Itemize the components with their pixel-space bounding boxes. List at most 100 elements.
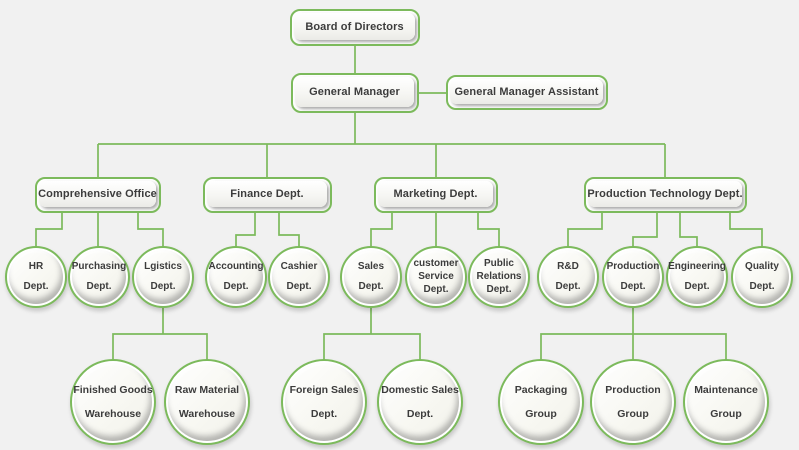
node-label-line: Accounting <box>208 261 264 272</box>
node-shape: Comprehensive Office <box>38 181 157 207</box>
node-label-line: Dept. <box>150 281 176 292</box>
node-label: Board of Directors <box>305 20 404 33</box>
node-label-line: Dept. <box>423 284 449 295</box>
node-label: Finance Dept. <box>230 188 304 200</box>
node-label-line: Sales <box>357 261 385 272</box>
node-label-line: Dept. <box>620 281 646 292</box>
node-shape: HR Dept. <box>9 250 63 304</box>
node-accounting-dept: Accounting Dept. <box>205 246 267 308</box>
node-label-line: Quality <box>745 261 779 272</box>
node-label-line: Raw Material <box>174 384 240 396</box>
node-label-line: Finished Goods <box>73 384 153 396</box>
node-shape: General Manager Assistant <box>450 79 603 104</box>
node-engineering-dept: Engineering Dept. <box>666 246 728 308</box>
node-label-line: Maintenance <box>694 384 758 396</box>
node-sales-dept: Sales Dept. <box>340 246 402 308</box>
node-production-group: Production Group <box>590 359 676 445</box>
node-label: General Manager <box>309 86 400 98</box>
node-quality-dept: Quality Dept. <box>731 246 793 308</box>
node-label-line: Dept. <box>223 281 249 292</box>
node-label-line: Public <box>483 258 514 269</box>
node-shape: Sales Dept. <box>344 250 398 304</box>
node-label-line: Domestic Sales <box>381 384 459 396</box>
node-label-line: Group <box>710 407 742 420</box>
node-raw-material-warehouse: Raw Material Warehouse <box>164 359 250 445</box>
node-customer-service-dept: customer Service Dept. <box>405 246 467 308</box>
node-shape: Finance Dept. <box>207 181 327 207</box>
node-shape: Finished Goods Warehouse <box>73 363 153 441</box>
node-label-line: Relations <box>476 271 522 282</box>
node-shape: Marketing Dept. <box>378 181 493 207</box>
node-label-line: customer <box>413 258 459 269</box>
node-comprehensive-office: Comprehensive Office <box>35 177 161 213</box>
node-label-line: Dept. <box>86 281 112 292</box>
node-label-line: Dept. <box>486 284 512 295</box>
node-rd-dept: R&D Dept. <box>537 246 599 308</box>
node-shape: Production Dept. <box>606 250 660 304</box>
node-public-relations-dept: Public Relations Dept. <box>468 246 530 308</box>
node-shape: Accounting Dept. <box>208 250 264 304</box>
node-label-line: Dept. <box>310 407 338 420</box>
node-shape: Engineering Dept. <box>668 250 726 304</box>
node-label-line: Lgistics <box>144 261 182 272</box>
node-hr-dept: HR Dept. <box>5 246 67 308</box>
node-label: Production Technology Dept. <box>587 188 743 200</box>
node-label: Comprehensive Office <box>38 188 157 200</box>
node-label-line: Cashier <box>280 261 318 272</box>
node-label-line: Dept. <box>23 281 49 292</box>
node-shape: Lgistics Dept. <box>136 250 190 304</box>
node-shape: Cashier Dept. <box>272 250 326 304</box>
node-label-line: Production <box>606 261 660 272</box>
node-label-line: Warehouse <box>84 407 142 420</box>
node-packaging-group: Packaging Group <box>498 359 584 445</box>
node-shape: R&D Dept. <box>541 250 595 304</box>
node-shape: Production Group <box>594 363 672 441</box>
node-label-line: Dept. <box>749 281 775 292</box>
node-label-line: Dept. <box>684 281 710 292</box>
node-logistics-dept: Lgistics Dept. <box>132 246 194 308</box>
node-maintenance-group: Maintenance Group <box>683 359 769 445</box>
node-label-line: Dept. <box>358 281 384 292</box>
node-shape: Foreign Sales Dept. <box>285 363 363 441</box>
node-label-line: R&D <box>557 261 579 272</box>
node-general-manager-assistant: General Manager Assistant <box>446 75 608 110</box>
node-marketing-dept: Marketing Dept. <box>374 177 498 213</box>
node-label: Marketing Dept. <box>393 188 478 200</box>
node-label-line: HR <box>28 261 44 272</box>
node-finance-dept: Finance Dept. <box>203 177 332 213</box>
node-shape: Domestic Sales Dept. <box>381 363 459 441</box>
node-shape: Board of Directors <box>294 13 415 40</box>
node-label-line: Purchasing <box>71 261 127 272</box>
node-label-line: Foreign Sales <box>289 384 359 396</box>
node-label-line: Packaging <box>514 384 568 396</box>
node-shape: Purchasing Dept. <box>72 250 126 304</box>
node-label-line: Dept. <box>555 281 581 292</box>
node-label-line: Dept. <box>406 407 434 420</box>
node-foreign-sales-dept: Foreign Sales Dept. <box>281 359 367 445</box>
node-domestic-sales-dept: Domestic Sales Dept. <box>377 359 463 445</box>
node-shape: Raw Material Warehouse <box>168 363 246 441</box>
node-production-dept: Production Dept. <box>602 246 664 308</box>
node-purchasing-dept: Purchasing Dept. <box>68 246 130 308</box>
node-production-technology-dept: Production Technology Dept. <box>584 177 747 213</box>
node-shape: Production Technology Dept. <box>587 181 743 207</box>
node-finished-goods-warehouse: Finished Goods Warehouse <box>70 359 156 445</box>
node-shape: Maintenance Group <box>687 363 765 441</box>
node-shape: customer Service Dept. <box>409 250 463 304</box>
node-label-line: Warehouse <box>178 407 236 420</box>
node-label-line: Group <box>617 407 649 420</box>
node-cashier-dept: Cashier Dept. <box>268 246 330 308</box>
node-shape: Packaging Group <box>502 363 580 441</box>
node-label-line: Dept. <box>286 281 312 292</box>
node-shape: General Manager <box>295 77 414 107</box>
node-shape: Public Relations Dept. <box>472 250 526 304</box>
node-label-line: Group <box>525 407 557 420</box>
node-label-line: Production <box>605 384 661 396</box>
node-general-manager: General Manager <box>291 73 419 113</box>
node-label-line: Engineering <box>668 261 726 272</box>
node-board-of-directors: Board of Directors <box>290 9 420 46</box>
node-label-line: Service <box>418 271 454 282</box>
node-label: General Manager Assistant <box>454 85 599 98</box>
